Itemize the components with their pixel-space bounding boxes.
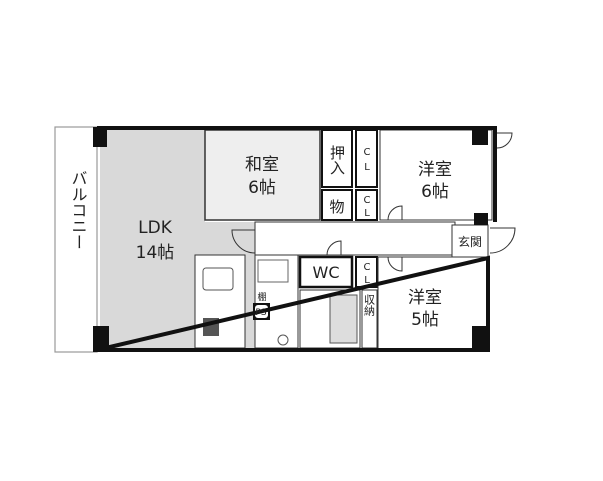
- outer-wall: [96, 126, 497, 352]
- mono-label: 物: [329, 198, 344, 216]
- corridor: [254, 221, 456, 256]
- youshitsu1-label: 洋室: [418, 160, 452, 180]
- ldk-door-icon[interactable]: [231, 229, 256, 254]
- tana-label: 棚: [257, 291, 266, 303]
- entrance-door-icon[interactable]: [489, 227, 516, 254]
- washitsu-room: [204, 129, 321, 221]
- washbasin-icon: [257, 259, 289, 283]
- genkan-entrance: [451, 224, 489, 259]
- closet-label-l: L: [364, 275, 370, 286]
- oshiire-closet: [321, 129, 353, 188]
- wc-room: [298, 255, 354, 289]
- ldk-size: 14帖: [136, 243, 175, 263]
- closet-label-l: L: [364, 162, 370, 173]
- oshiire-label: 押入: [328, 145, 346, 175]
- pillar: [472, 326, 490, 352]
- balcony-label: バルコニー: [69, 170, 88, 250]
- youshitsu-door-icon[interactable]: [387, 205, 403, 221]
- shuunou-label: 収納: [363, 294, 376, 317]
- bathtub-icon: [329, 294, 358, 344]
- closet-2: [355, 189, 378, 221]
- genkan-label: 玄関: [458, 234, 482, 249]
- youshitsu2-label: 洋室: [408, 288, 442, 308]
- closet-label-c: C: [364, 262, 371, 273]
- closet-label-l: L: [364, 208, 370, 219]
- closet-1: [355, 129, 378, 188]
- washing-machine-icon: [277, 334, 289, 346]
- youshitsu2-door-icon[interactable]: [387, 256, 403, 272]
- pillar: [93, 127, 107, 147]
- wc-door-icon[interactable]: [326, 240, 342, 256]
- ldk-label: LDK: [138, 218, 173, 238]
- washitsu-label: 和室: [245, 155, 279, 175]
- youshitsu1-size: 6帖: [421, 182, 449, 202]
- ps-label: PS: [255, 308, 266, 318]
- storage-mono: [321, 189, 353, 221]
- door-icon: [496, 132, 513, 149]
- closet-label-c: C: [364, 147, 371, 158]
- pillar: [472, 127, 488, 145]
- washitsu-size: 6帖: [248, 178, 276, 198]
- sink-icon: [202, 267, 234, 291]
- wc-label: WC: [313, 263, 340, 282]
- pillar: [93, 326, 109, 352]
- balcony: [54, 126, 98, 353]
- pillar: [474, 213, 488, 225]
- closet-label-c: C: [364, 195, 371, 206]
- youshitsu2-size: 5帖: [411, 310, 439, 330]
